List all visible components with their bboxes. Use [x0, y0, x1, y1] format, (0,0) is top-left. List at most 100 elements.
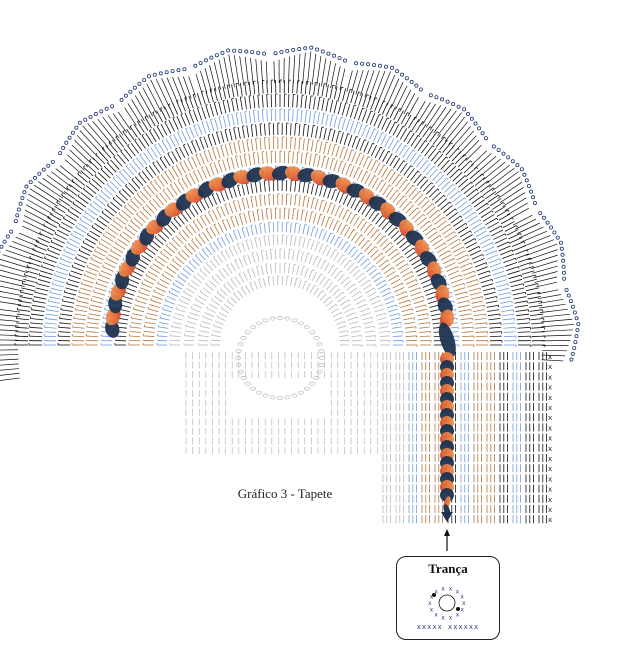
- double-crochet-icon: [320, 260, 326, 270]
- double-crochet-icon: [360, 70, 369, 96]
- double-crochet-icon: [422, 163, 431, 173]
- double-crochet-icon: [122, 168, 132, 179]
- double-crochet-icon: [399, 267, 410, 274]
- double-crochet-icon: [198, 252, 206, 261]
- double-crochet-icon: [437, 198, 448, 207]
- double-crochet-icon: [257, 94, 260, 108]
- double-crochet-icon: [140, 287, 151, 293]
- double-crochet-icon: [530, 260, 558, 270]
- double-crochet-icon: [108, 142, 118, 153]
- double-crochet-icon: [170, 287, 180, 294]
- double-crochet-icon: [131, 179, 141, 189]
- picot-icon: [238, 49, 243, 54]
- stitch-row: x: [382, 464, 552, 473]
- double-crochet-icon: [374, 146, 381, 158]
- single-crochet-icon: x: [449, 615, 453, 622]
- double-crochet-icon: [306, 182, 310, 194]
- double-crochet-icon: [371, 177, 379, 189]
- double-crochet-icon: [473, 199, 485, 208]
- double-crochet-icon: [342, 303, 352, 310]
- picot-icon: [37, 171, 42, 176]
- double-crochet-icon: [309, 285, 315, 294]
- double-crochet-icon: [434, 216, 445, 225]
- double-crochet-icon: [471, 254, 483, 260]
- picot-icon: [320, 49, 325, 54]
- single-crochet-icon: x: [548, 384, 552, 392]
- double-crochet-icon: [498, 213, 511, 221]
- double-crochet-icon: [234, 260, 240, 270]
- double-crochet-icon: [185, 128, 191, 140]
- double-crochet-icon: [244, 82, 247, 96]
- picot-icon: [496, 147, 501, 152]
- double-crochet-icon: [66, 283, 79, 288]
- double-crochet-icon: [246, 125, 249, 138]
- double-crochet-icon: [500, 305, 513, 308]
- double-crochet-icon: [175, 279, 185, 286]
- double-crochet-icon: [518, 226, 544, 239]
- double-crochet-icon: [428, 188, 439, 198]
- stitch-round: [169, 234, 391, 346]
- double-crochet-icon: [469, 291, 482, 296]
- double-crochet-icon: [39, 233, 52, 240]
- double-crochet-icon: [83, 274, 96, 280]
- double-crochet-icon: [453, 287, 466, 292]
- double-crochet-icon: [386, 304, 397, 309]
- double-crochet-icon: [37, 237, 50, 244]
- stitch-row: [185, 437, 378, 445]
- double-crochet-icon: [517, 257, 531, 263]
- picot-icon: [5, 234, 10, 239]
- double-crochet-icon: [19, 296, 33, 300]
- double-crochet-icon: [331, 144, 336, 157]
- double-crochet-icon: [382, 242, 391, 251]
- double-crochet-icon: [373, 114, 380, 127]
- double-crochet-icon: [75, 258, 87, 264]
- double-crochet-icon: [92, 121, 113, 145]
- stitch-row: [185, 418, 378, 426]
- double-crochet-icon: [72, 266, 84, 272]
- double-crochet-icon: [205, 120, 211, 133]
- double-crochet-icon: [361, 109, 368, 122]
- picot-icon: [354, 61, 359, 66]
- double-crochet-icon: [315, 184, 319, 196]
- double-crochet-icon: [308, 95, 312, 109]
- double-crochet-icon: [318, 229, 323, 240]
- double-crochet-icon: [247, 269, 252, 280]
- double-crochet-icon: [497, 287, 510, 292]
- stitch-round: [183, 248, 377, 347]
- double-crochet-icon: [468, 192, 480, 201]
- double-crochet-icon: [169, 263, 179, 271]
- braid-tip: [441, 512, 453, 522]
- double-crochet-icon: [404, 326, 416, 329]
- picot-icon: [77, 120, 82, 125]
- double-crochet-icon: [162, 189, 171, 201]
- double-crochet-icon: [88, 313, 101, 317]
- scallop: [58, 104, 131, 175]
- double-crochet-icon: [347, 246, 355, 256]
- picot-icon: [572, 310, 577, 315]
- double-crochet-icon: [257, 152, 260, 165]
- double-crochet-icon: [151, 240, 161, 249]
- double-crochet-icon: [132, 313, 144, 317]
- single-crochet-icon: x: [456, 612, 460, 619]
- double-crochet-icon: [266, 109, 268, 122]
- double-crochet-icon: [206, 307, 216, 314]
- double-crochet-icon: [393, 157, 401, 169]
- stitch-rounds: [14, 79, 546, 347]
- double-crochet-icon: [152, 198, 161, 208]
- picot-icon: [41, 167, 46, 172]
- double-crochet-icon: [94, 250, 106, 257]
- double-crochet-icon: [538, 298, 564, 304]
- single-crochet-icon: x: [449, 585, 453, 592]
- double-crochet-icon: [71, 144, 92, 164]
- double-crochet-icon: [98, 242, 110, 250]
- double-crochet-icon: [177, 304, 188, 309]
- picot-icon: [15, 213, 20, 218]
- double-crochet-icon: [407, 132, 415, 145]
- double-crochet-icon: [52, 237, 65, 244]
- double-crochet-icon: [440, 159, 450, 170]
- double-crochet-icon: [419, 160, 428, 171]
- double-crochet-icon: [492, 270, 505, 276]
- double-crochet-icon: [443, 162, 454, 173]
- double-crochet-icon: [456, 295, 468, 300]
